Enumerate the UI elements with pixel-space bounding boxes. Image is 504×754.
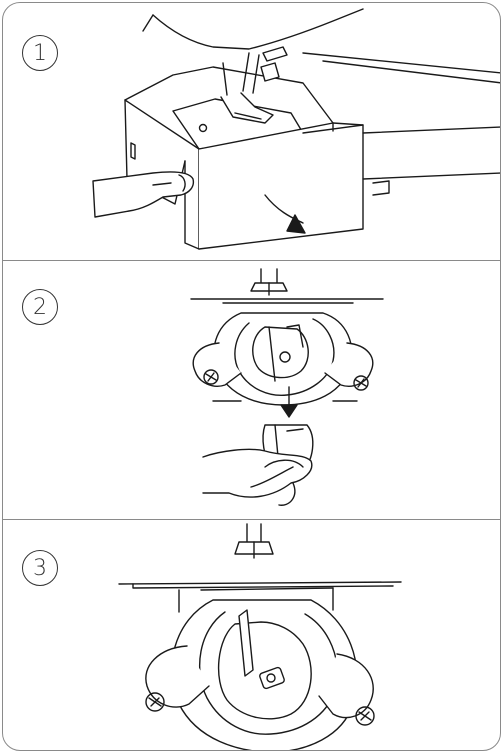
- right-mount-ear: [319, 654, 373, 718]
- presser-foot: [221, 93, 273, 123]
- machine-head-outline: [153, 9, 363, 49]
- bobbin-case-removal-illustration: [3, 261, 501, 519]
- sewing-machine-illustration: [3, 3, 501, 260]
- needle-plate-line: [119, 582, 401, 584]
- pointing-finger-icon: [93, 172, 193, 217]
- step-2-panel: 2: [3, 261, 500, 519]
- bobbin-case: [253, 327, 308, 378]
- presser-foot-top: [235, 524, 273, 554]
- bobbin-case-installation-illustration: [3, 520, 501, 750]
- step-3-panel: 3: [3, 520, 501, 750]
- divider-2: [3, 519, 500, 520]
- left-mount-ear: [193, 343, 241, 386]
- left-mount-ear: [146, 646, 209, 707]
- presser-foot-top: [251, 269, 287, 291]
- step-2-number: 2: [22, 289, 58, 325]
- divider-1: [3, 260, 500, 261]
- bobbin-case-latch: [239, 610, 253, 676]
- step-1-number: 1: [22, 35, 58, 71]
- bobbin: [259, 667, 285, 690]
- bobbin-case-installed: [219, 622, 312, 719]
- hand-holding-case: [203, 449, 312, 497]
- step-3-number: 3: [22, 550, 58, 586]
- step-1-panel: 1: [3, 3, 500, 260]
- curved-arrow-down-icon: [265, 195, 303, 223]
